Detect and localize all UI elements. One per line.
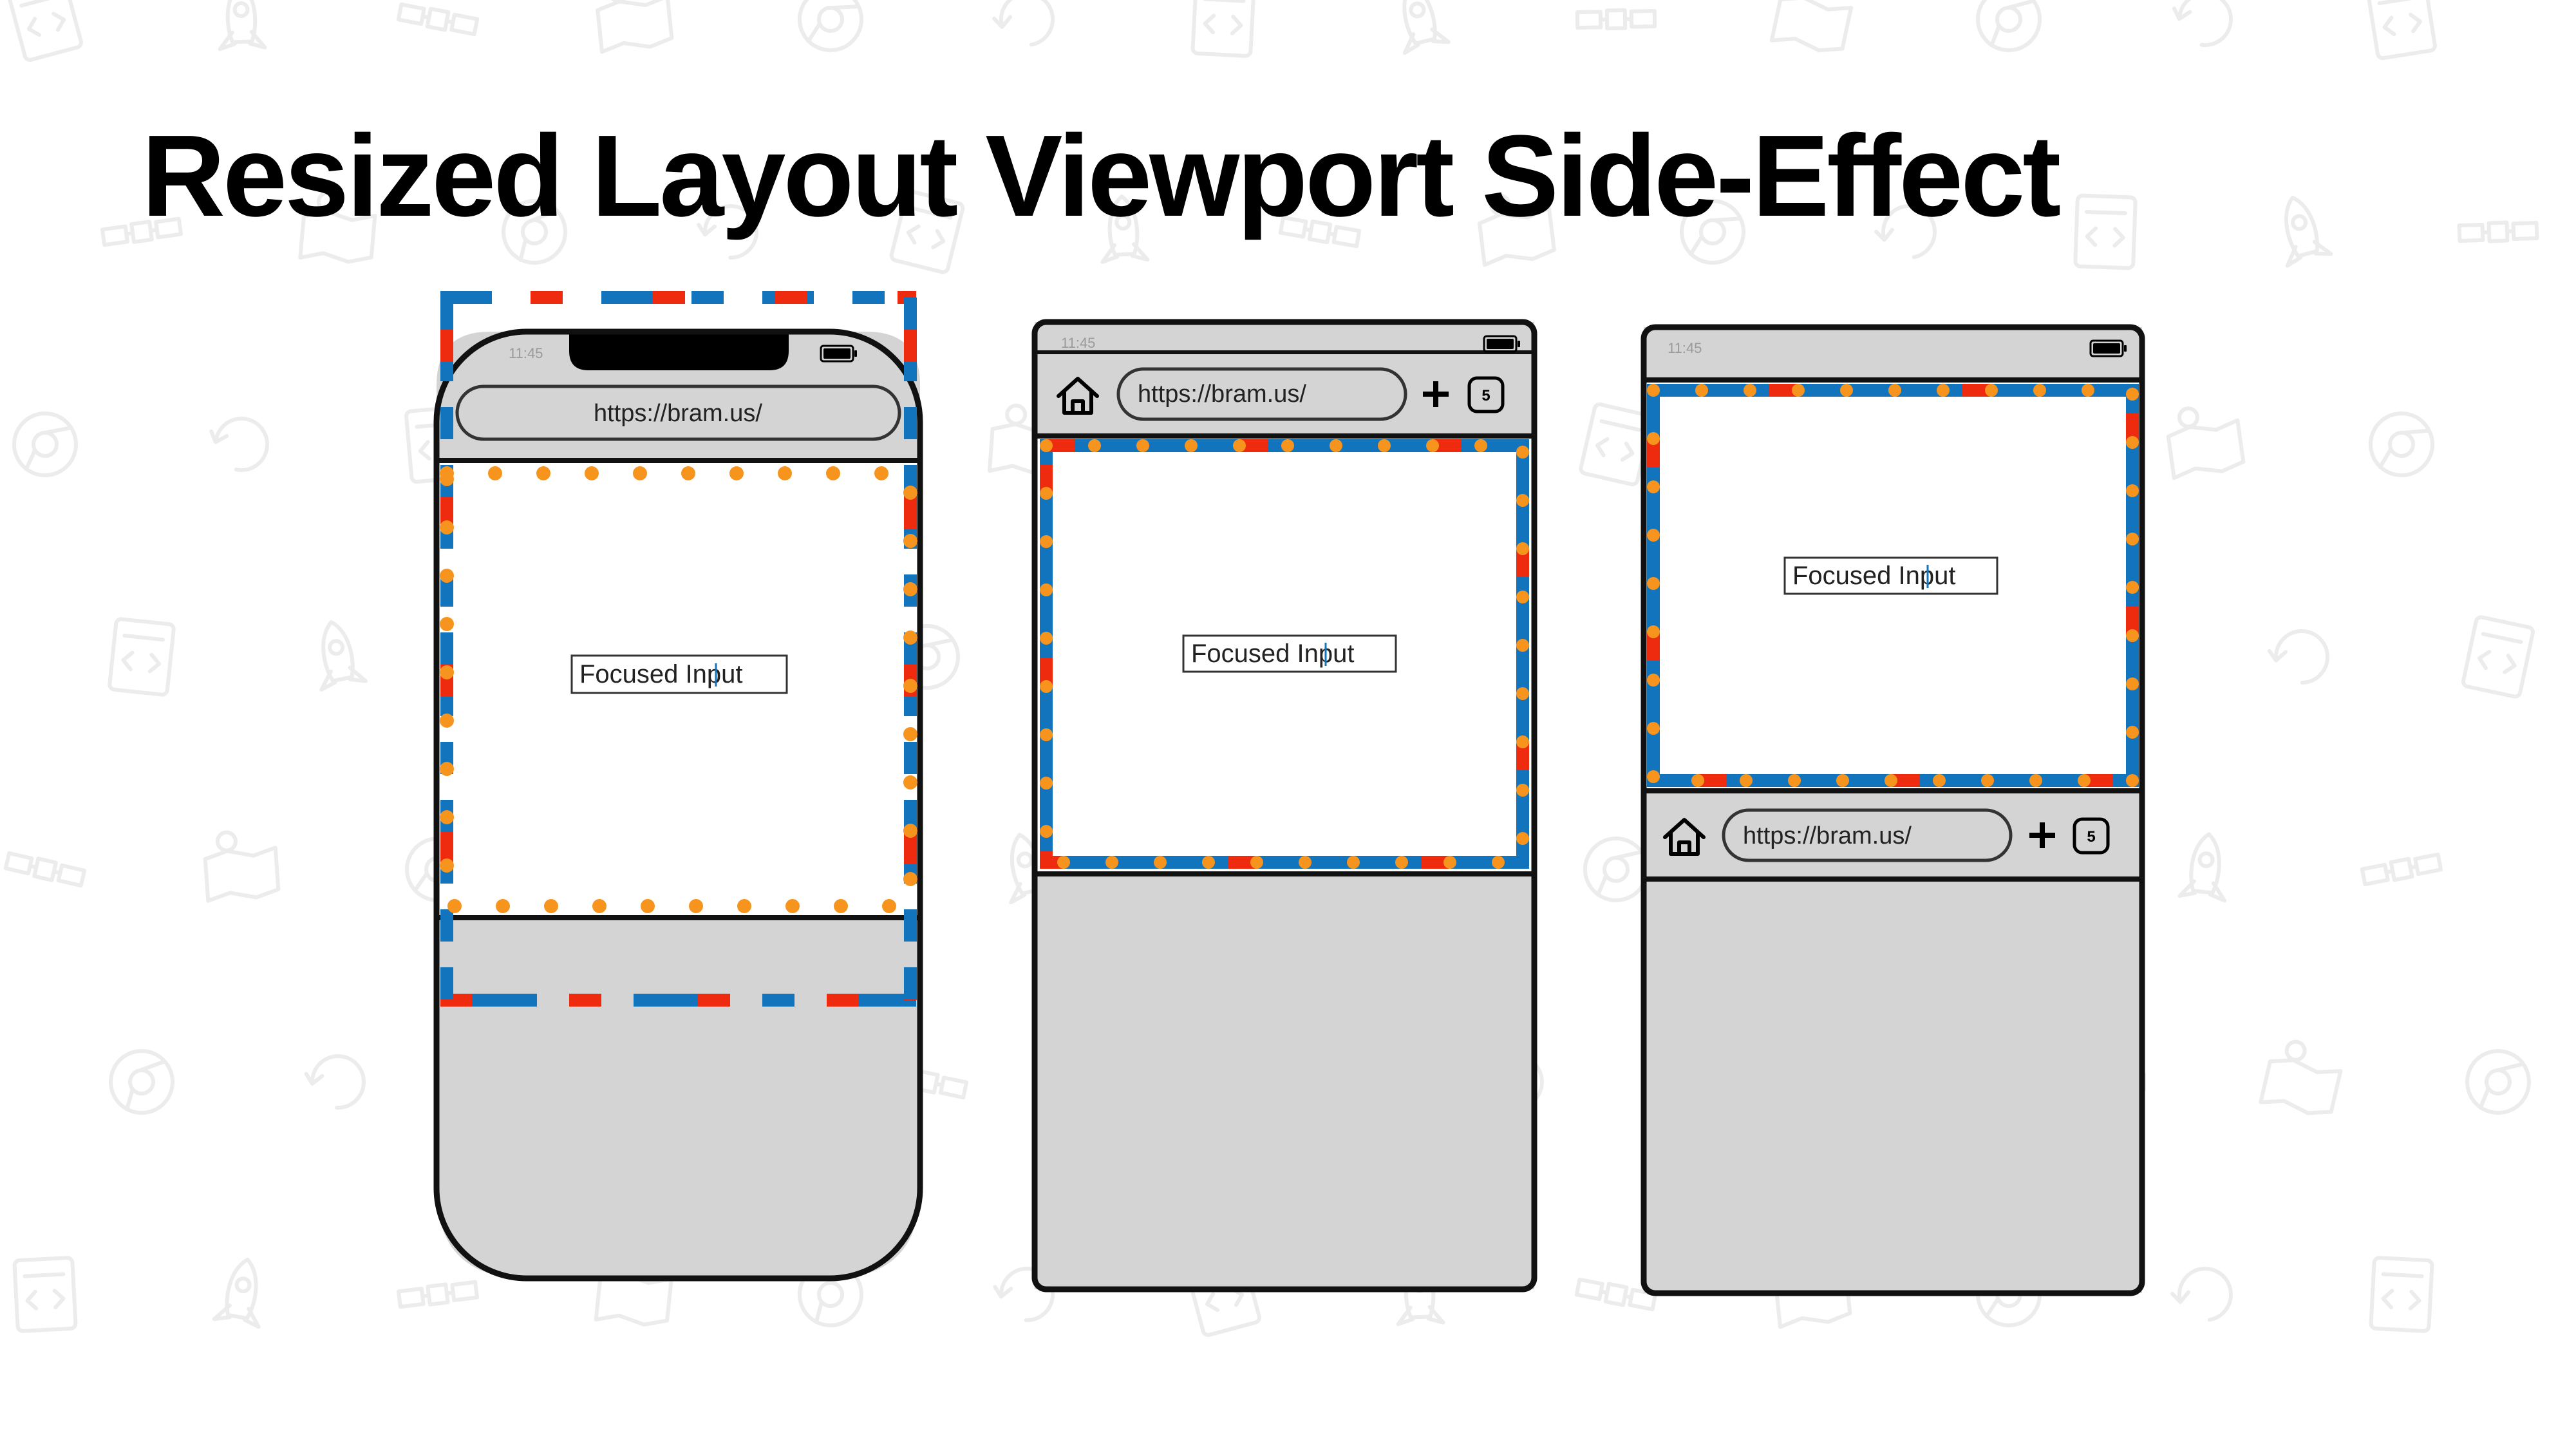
- background-pattern-icon: [2172, 0, 2233, 47]
- focused-input[interactable]: [1783, 556, 1998, 595]
- background-pattern-icon: [212, 1257, 261, 1329]
- background-pattern-icon: [2360, 852, 2443, 887]
- background-pattern-icon: [2457, 220, 2539, 243]
- phone-notch: [569, 334, 789, 370]
- status-time: 11:45: [1061, 335, 1095, 351]
- background-pattern-icon: [1402, 0, 1451, 55]
- background-pattern-icon: [2461, 615, 2535, 699]
- background-pattern-icon: [2073, 193, 2138, 270]
- background-pattern-icon: [209, 417, 269, 472]
- background-pattern-icon: [7, 0, 83, 62]
- background-pattern-icon: [1100, 194, 1150, 264]
- background-pattern-icon: [1874, 204, 1937, 260]
- address-bar-url: https://bram.us/: [1743, 822, 1912, 849]
- visual-viewport-outline: [1040, 439, 1529, 869]
- address-bar[interactable]: [1722, 808, 2013, 862]
- background-pattern-icon: [109, 1049, 174, 1115]
- tab-switcher-button[interactable]: [2073, 817, 2110, 855]
- background-pattern-icon: [697, 204, 758, 260]
- tab-count: 5: [2087, 828, 2095, 846]
- background-pattern-icon: [203, 830, 281, 903]
- background-pattern-icon: [218, 0, 267, 52]
- focused-input[interactable]: [1182, 634, 1397, 673]
- background-pattern-icon: [1190, 0, 1256, 58]
- focused-input[interactable]: [570, 654, 788, 694]
- tab-switcher-button[interactable]: [1467, 376, 1505, 413]
- focused-input-label: Focused Input: [1191, 639, 1355, 668]
- visual-viewport-outline: [440, 466, 917, 913]
- background-pattern-icon: [2267, 629, 2329, 685]
- visual-viewport-outline: [1647, 384, 2139, 787]
- slide-title: Resized Layout Viewport Side-Effect: [142, 111, 2061, 241]
- background-pattern-icon: [396, 2, 480, 37]
- background-pattern-icon: [1769, 0, 1854, 53]
- background-pattern-icon: [100, 216, 183, 247]
- background-pattern-icon: [108, 617, 176, 697]
- background-pattern-icon: [12, 412, 78, 477]
- background-pattern-icon: [304, 1054, 366, 1110]
- background-pattern-icon: [1680, 199, 1745, 265]
- phone-chrome-bottom-bar: 11:45 https://bram.us/ 5 Focused Input: [1641, 324, 2145, 1296]
- background-pattern-icon: [1976, 0, 2042, 52]
- background-pattern-icon: [596, 0, 674, 54]
- background-pattern-icon: [298, 191, 377, 264]
- background-pattern-icon: [502, 199, 567, 265]
- focused-input-label: Focused Input: [1792, 562, 1956, 590]
- address-bar[interactable]: [455, 384, 901, 441]
- background-pattern-icon: [2259, 1039, 2343, 1115]
- background-pattern-icon: [2369, 412, 2434, 477]
- background-pattern-icon: [1278, 215, 1362, 249]
- background-pattern-icon: [1477, 193, 1556, 267]
- focused-input-label: Focused Input: [579, 660, 743, 688]
- address-bar[interactable]: [1116, 367, 1407, 421]
- background-pattern-icon: [2366, 0, 2437, 61]
- address-bar-url: https://bram.us/: [1138, 381, 1306, 408]
- background-pattern-icon: [2166, 406, 2246, 480]
- status-time: 11:45: [509, 345, 543, 361]
- background-pattern-icon: [889, 189, 965, 274]
- background-pattern-icon: [1575, 8, 1657, 31]
- background-pattern-icon: [319, 620, 368, 692]
- background-pattern-icon: [3, 851, 87, 888]
- background-pattern-icon: [2177, 832, 2227, 903]
- background-pattern-icon: [12, 1256, 78, 1333]
- background-pattern-icon: [2170, 1267, 2233, 1322]
- status-time: 11:45: [1668, 340, 1702, 356]
- tab-count: 5: [1481, 387, 1490, 404]
- background-pattern-icon: [798, 0, 863, 52]
- address-bar-url: https://bram.us/: [594, 400, 762, 427]
- background-pattern-icon: [992, 0, 1055, 47]
- background-pattern-icon: [396, 1280, 480, 1309]
- phone-chrome-top-bar: 11:45 https://bram.us/ 5 Focused Input: [1031, 319, 1537, 1293]
- background-pattern-icon: [2369, 1256, 2434, 1333]
- background-pattern-icon: [2284, 195, 2333, 268]
- background-pattern-icon: [2465, 1049, 2531, 1115]
- phone-ios-safari: 11:45 https://bram.us/ Focused Input: [433, 291, 923, 1282]
